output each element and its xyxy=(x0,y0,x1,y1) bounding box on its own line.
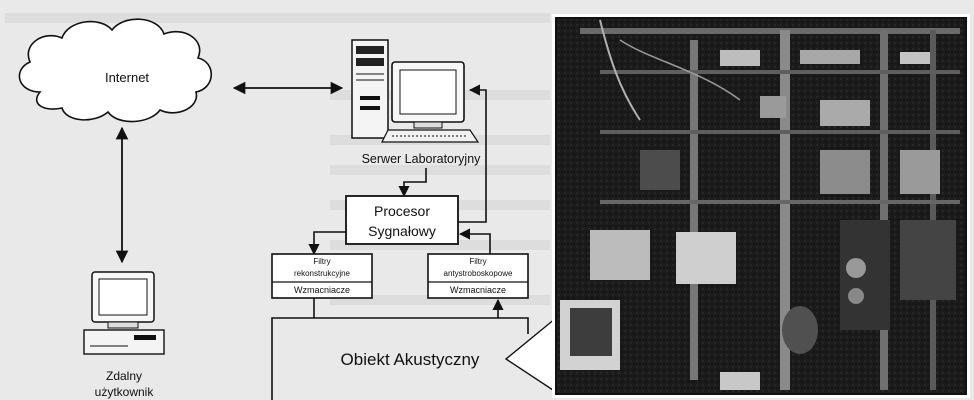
server-monitor-icon xyxy=(382,62,478,142)
reconstruction-amp-label: Wzmacniacze xyxy=(294,285,350,295)
internet-label: Internet xyxy=(105,70,149,85)
laboratory-photo xyxy=(552,14,970,398)
server-label: Serwer Laboratoryjny xyxy=(362,152,482,166)
antialias-filter-sub: antystroboskopowe xyxy=(444,269,513,278)
remote-user-label-1: Zdalny xyxy=(106,369,142,383)
server-tower-icon xyxy=(352,40,388,138)
reconstruction-filter-title: Filtry xyxy=(313,257,330,266)
antialias-filter-title: Filtry xyxy=(469,257,486,266)
photo-callout-pointer xyxy=(506,318,556,392)
processor-label-2: Sygnałowy xyxy=(368,223,436,239)
remote-user-label-2: użytkownik xyxy=(95,385,155,399)
reconstruction-filter-sub: rekonstrukcyjne xyxy=(294,269,351,278)
antialias-amp-label: Wzmacniacze xyxy=(450,285,506,295)
acoustic-object-label: Obiekt Akustyczny xyxy=(341,350,480,369)
processor-label-1: Procesor xyxy=(374,203,430,219)
remote-computer-icon xyxy=(84,272,164,354)
